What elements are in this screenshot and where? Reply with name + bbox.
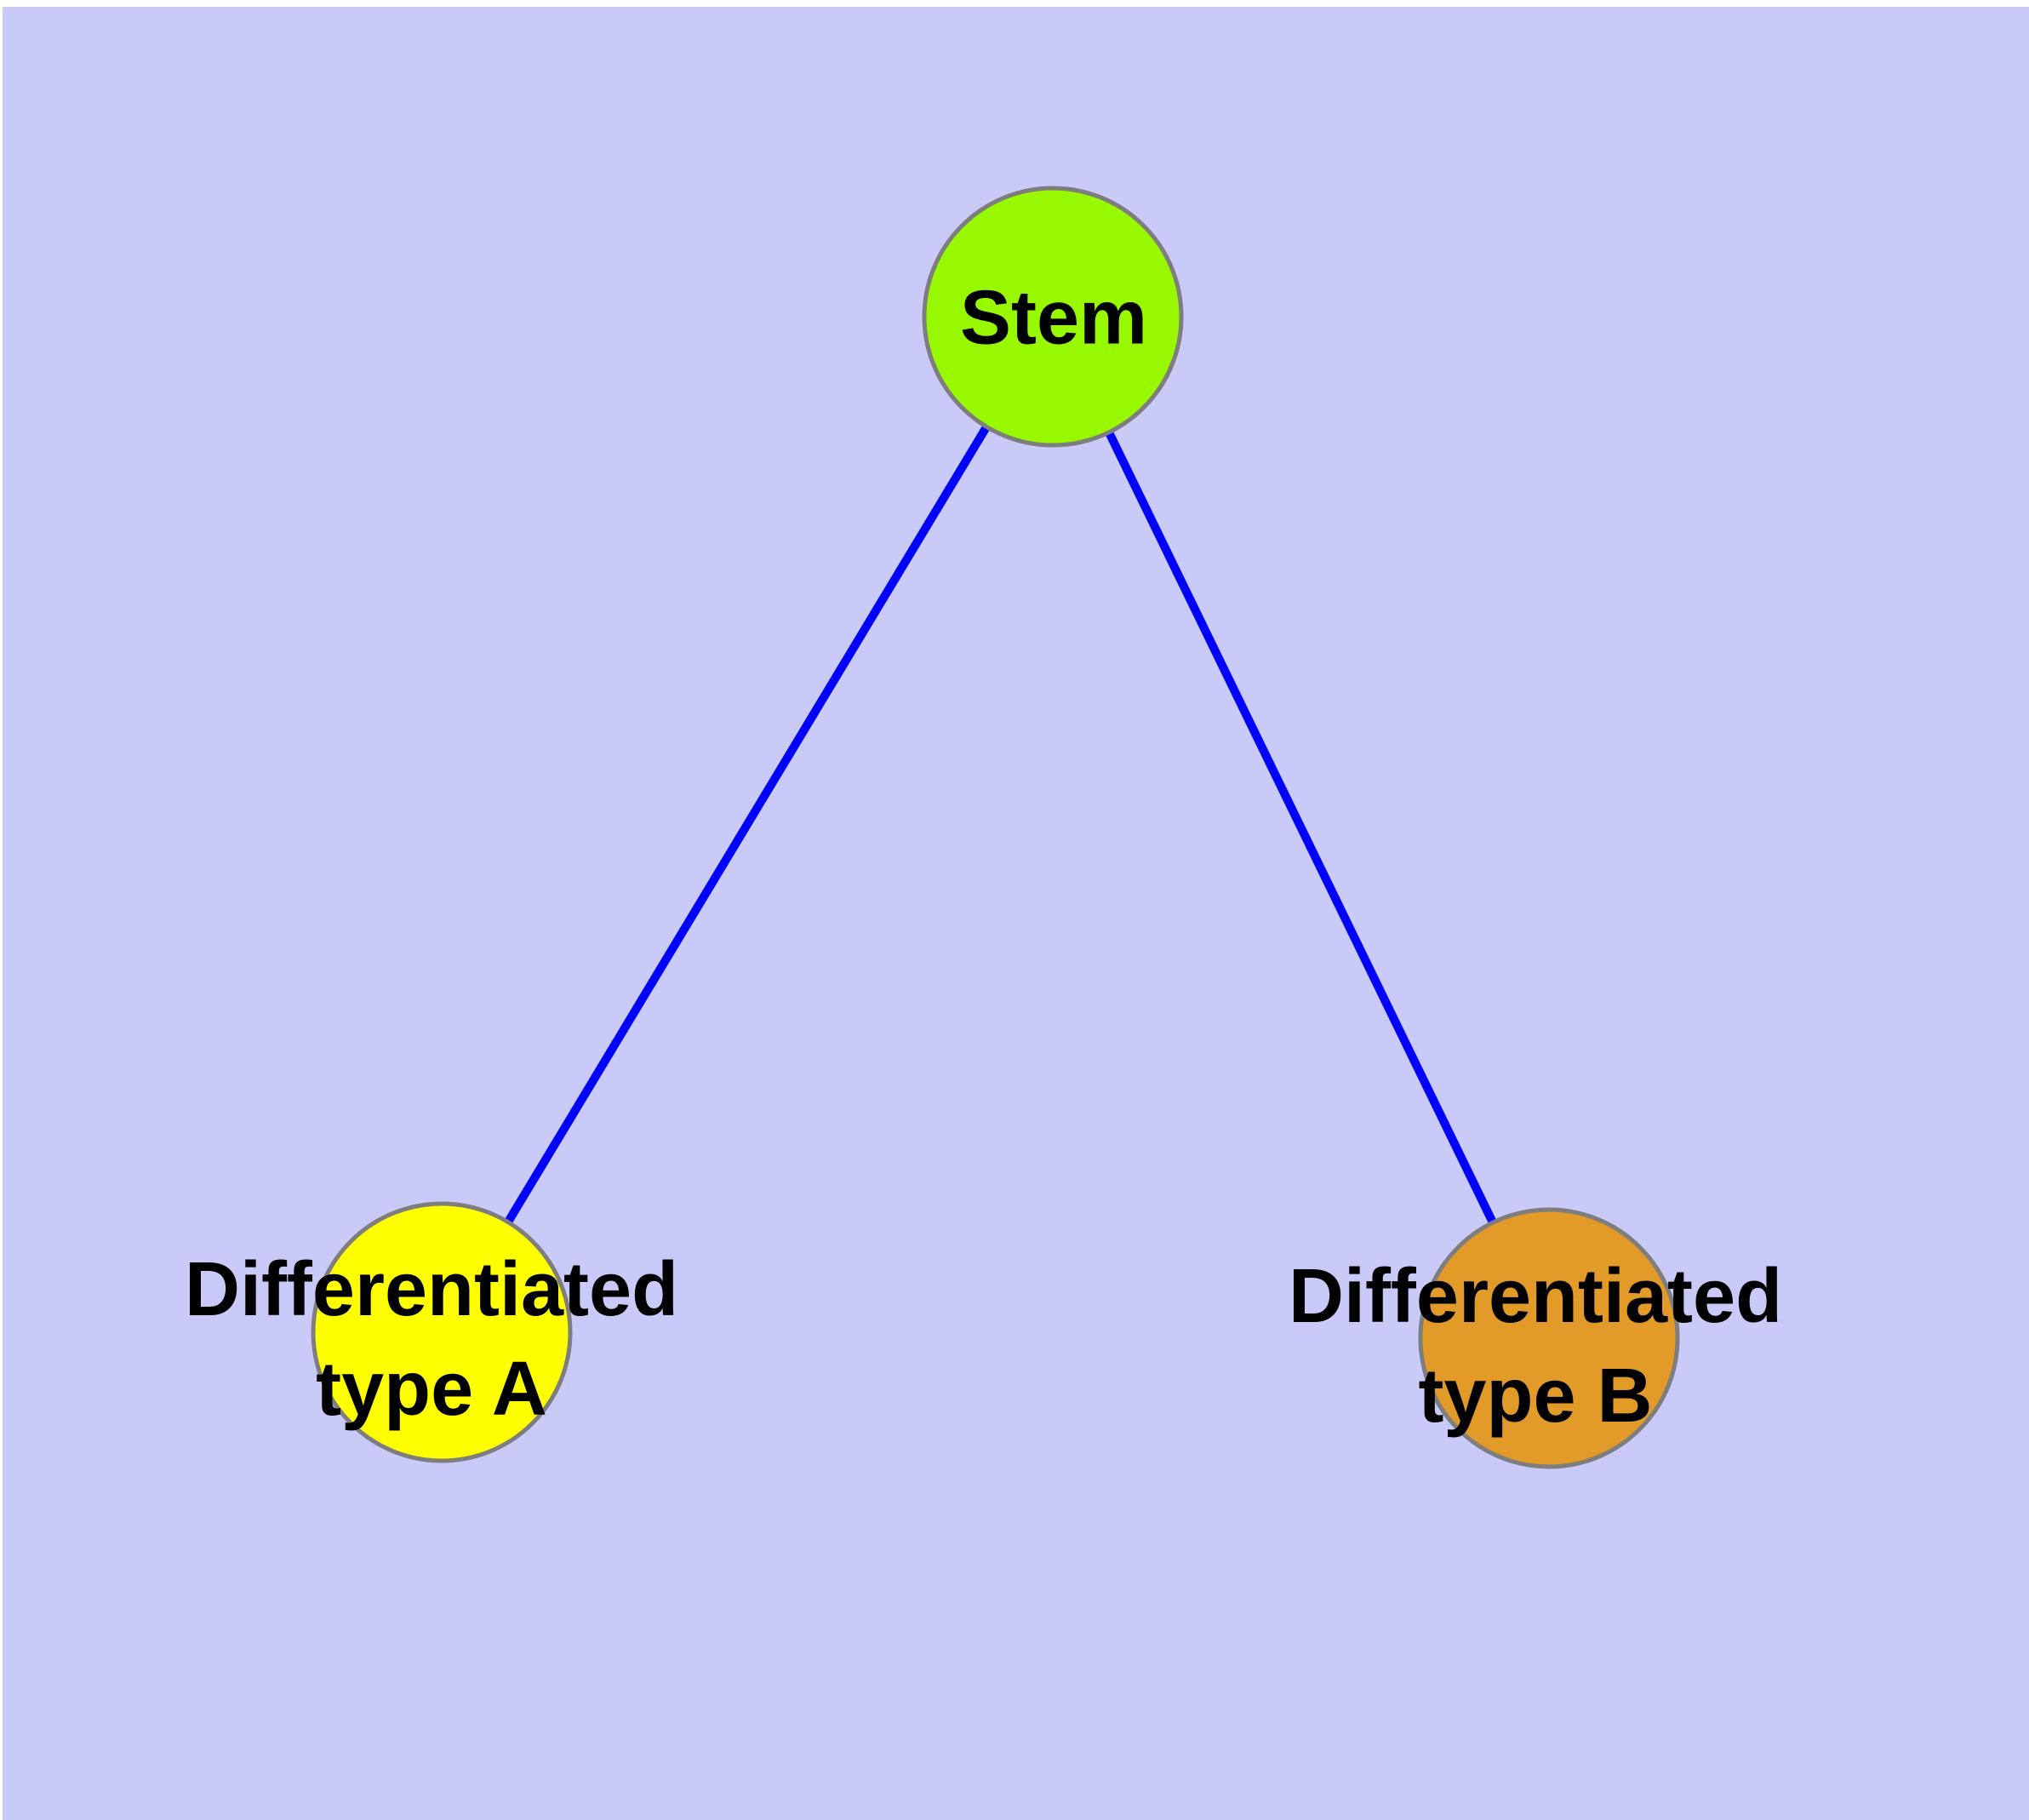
node-type-a-label: Differentiated type A — [185, 1240, 678, 1439]
node-type-b-label-line2: type B — [1418, 1354, 1653, 1439]
node-type-b-circle — [1418, 1207, 1680, 1469]
node-stem-circle — [922, 186, 1184, 448]
node-stem-label-text: Stem — [959, 275, 1148, 361]
edge-stem-to-type-a — [437, 314, 1057, 1335]
node-stem-label: Stem — [960, 269, 1147, 369]
node-type-a-circle — [311, 1201, 573, 1463]
node-type-a-label-line1: Differentiated — [184, 1247, 679, 1332]
node-type-b-label-line1: Differentiated — [1288, 1254, 1783, 1339]
node-type-a-label-line2: type A — [316, 1347, 547, 1432]
edge-stem-to-type-b — [1049, 314, 1553, 1341]
node-type-b-label: Differentiated type B — [1289, 1247, 1782, 1446]
